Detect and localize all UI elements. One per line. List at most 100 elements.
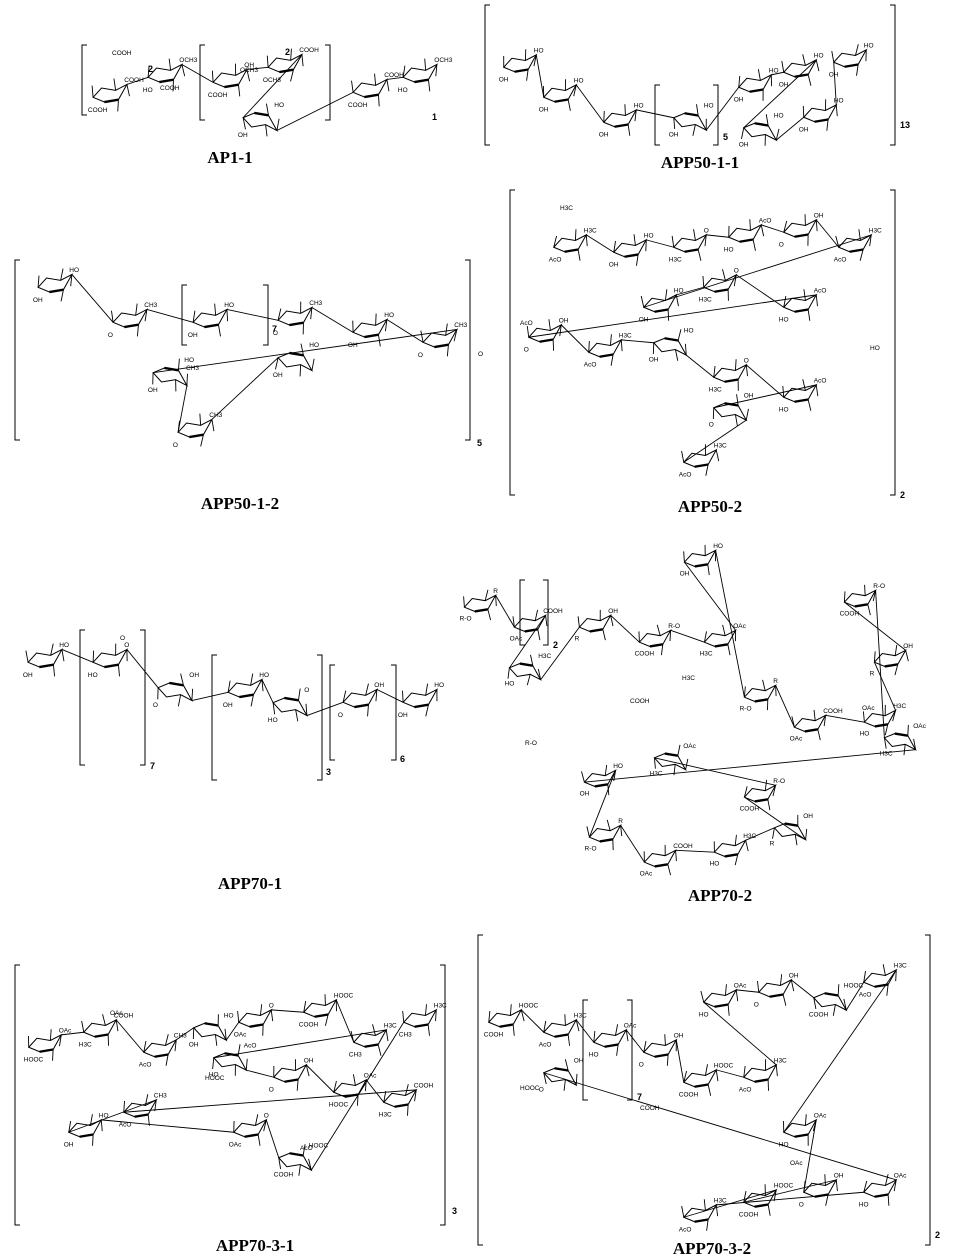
substituent-bond bbox=[537, 629, 541, 641]
sugar-ring bbox=[642, 293, 678, 313]
substituent-bond bbox=[757, 980, 760, 993]
atom-label: O bbox=[754, 1001, 759, 1008]
atom-label: CH3 bbox=[186, 365, 199, 372]
atom-label: OH bbox=[574, 1058, 584, 1065]
ring-front-bond bbox=[694, 463, 709, 468]
substituent-bond bbox=[534, 609, 539, 621]
atom-label: O bbox=[779, 241, 784, 248]
ring-front-bond bbox=[49, 288, 64, 294]
ring-front-bond bbox=[794, 233, 809, 238]
substituent-bond bbox=[298, 1164, 301, 1176]
substituent-bond bbox=[305, 703, 308, 716]
substituent-bond bbox=[453, 329, 458, 342]
structure-app70-2: R-OROAcCOOHHOH3CROHCOOHR-OH3COAcOHHOR-OR… bbox=[460, 543, 927, 878]
glycosidic-bond bbox=[625, 1029, 645, 1053]
ring-front-bond bbox=[794, 1133, 809, 1138]
atom-label: OH bbox=[238, 132, 248, 139]
substituent-bond bbox=[301, 54, 304, 67]
atom-label: OH bbox=[374, 682, 384, 689]
substituent-bond bbox=[781, 60, 785, 73]
atom-label: OH bbox=[669, 131, 679, 138]
sugar-ring bbox=[712, 402, 748, 422]
substituent-bond bbox=[743, 1190, 747, 1203]
atom-label: OH bbox=[834, 1173, 844, 1180]
glycosidic-bond bbox=[115, 1019, 145, 1053]
atom-label: HO bbox=[268, 717, 278, 724]
atom-label: OH bbox=[744, 393, 754, 400]
repeat-bracket bbox=[484, 4, 490, 146]
substituent-bond bbox=[543, 1072, 547, 1085]
glycosidic-bond bbox=[825, 714, 865, 723]
glycosidic-bond bbox=[736, 989, 759, 993]
substituent-bond bbox=[815, 384, 819, 397]
substituent-bond bbox=[211, 70, 214, 83]
substituent-bond bbox=[757, 69, 761, 81]
ring-front-bond bbox=[314, 1013, 329, 1018]
atom-label: HO bbox=[384, 312, 394, 319]
ring-front-bond bbox=[39, 663, 54, 669]
substituent-bond bbox=[825, 1194, 829, 1206]
substituent-bond bbox=[563, 1079, 566, 1091]
glycosidic-bond bbox=[683, 419, 747, 463]
glycosidic-bond bbox=[875, 590, 885, 738]
atom-label: OAc bbox=[862, 705, 875, 712]
substituent-bond bbox=[164, 1034, 169, 1046]
substituent-bond bbox=[372, 1024, 376, 1036]
substituent-bond bbox=[892, 710, 897, 722]
atom-label: O bbox=[639, 1061, 644, 1068]
ring-front-bond bbox=[654, 863, 668, 868]
substituent-bond bbox=[567, 1034, 571, 1046]
atom-label: OAc bbox=[790, 736, 803, 743]
substituent-bond bbox=[165, 1054, 169, 1066]
substituent-bond bbox=[425, 704, 429, 717]
substituent-bond bbox=[813, 997, 817, 1010]
atom-label: O bbox=[524, 346, 529, 353]
atom-label: OH bbox=[608, 608, 618, 615]
substituent-bond bbox=[823, 715, 827, 727]
sugar-ring bbox=[147, 63, 184, 83]
substituent-bond bbox=[191, 688, 194, 701]
atom-label: O bbox=[124, 642, 129, 649]
repeat-bracket bbox=[325, 44, 331, 121]
substituent-bond bbox=[261, 679, 264, 692]
substituent-bond bbox=[250, 694, 254, 707]
sugar-ring bbox=[277, 306, 314, 326]
ring-front-bond bbox=[874, 723, 888, 728]
atom-label: HO bbox=[699, 1011, 709, 1018]
atom-label: OH bbox=[499, 76, 509, 83]
glycosidic-bond bbox=[271, 1009, 304, 1013]
substituent-bond bbox=[272, 702, 276, 715]
glycosidic-bond bbox=[716, 1191, 864, 1206]
sugar-ring bbox=[513, 614, 547, 632]
substituent-bond bbox=[692, 124, 696, 136]
sugar-ring bbox=[782, 1118, 818, 1138]
atom-label: H3C bbox=[699, 296, 712, 303]
substituent-bond bbox=[815, 59, 820, 72]
repeat-bracket bbox=[263, 284, 269, 346]
sugar-ring bbox=[672, 233, 708, 253]
glycosidic-bond bbox=[126, 649, 159, 688]
atom-label: O bbox=[269, 1003, 274, 1010]
substituent-bond bbox=[856, 64, 859, 76]
glycosidic-bond bbox=[586, 234, 614, 253]
glycosidic-bond bbox=[509, 615, 546, 669]
sugar-ring bbox=[277, 352, 314, 372]
substituent-bond bbox=[567, 99, 571, 111]
substituent-bond bbox=[779, 974, 783, 986]
atom-label: OH bbox=[779, 81, 789, 88]
ring-front-bond bbox=[804, 728, 818, 733]
glycosidic-bond bbox=[495, 595, 515, 628]
ring-front-bond bbox=[694, 563, 708, 568]
atom-label: OH bbox=[559, 318, 569, 325]
atom-label: COOH bbox=[299, 47, 319, 54]
atom-label: OAc bbox=[510, 636, 523, 643]
substituent-bond bbox=[727, 644, 731, 656]
substituent-bond bbox=[118, 664, 120, 677]
ring-front-bond bbox=[784, 822, 798, 827]
atom-label: R bbox=[493, 588, 498, 595]
substituent-bond bbox=[706, 1219, 709, 1231]
ring-front-bond bbox=[289, 351, 304, 357]
atom-label: HO bbox=[779, 1141, 789, 1148]
substituent-bond bbox=[643, 1040, 647, 1053]
repeat-count: 3 bbox=[326, 767, 331, 777]
